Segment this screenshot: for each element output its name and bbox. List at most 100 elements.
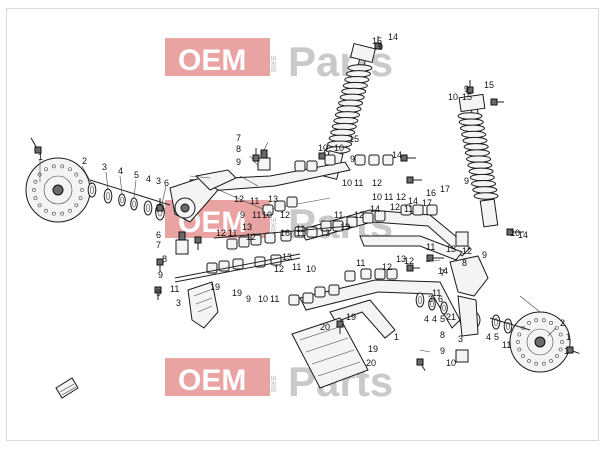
- leader-line: [425, 259, 441, 263]
- disc-hole: [517, 347, 522, 352]
- disc-hole: [541, 361, 546, 366]
- callout-number: 7: [156, 240, 161, 250]
- pivot-bushing: [274, 200, 286, 212]
- watermark-bike-text: BIKE: [271, 55, 278, 72]
- callout-number: 13: [282, 252, 292, 262]
- callout-number: 12: [274, 264, 284, 274]
- callout-number: 2: [560, 318, 565, 328]
- callout-number: 11: [296, 228, 305, 238]
- pivot-bushing: [368, 154, 380, 166]
- callout-number: 13: [446, 244, 456, 254]
- diagram-frame: [6, 8, 599, 441]
- disc-hole: [534, 361, 539, 366]
- disc-hole: [51, 164, 56, 169]
- callout-number: 13: [396, 254, 406, 264]
- callout-number: 11: [250, 196, 259, 206]
- disc-hole: [527, 321, 531, 325]
- callout-number: 11: [292, 262, 301, 272]
- callout-number: 4: [432, 314, 437, 324]
- bolt-head: [318, 152, 326, 160]
- callout-number: 9: [378, 42, 383, 52]
- callout-number: 12: [280, 210, 290, 220]
- callout-number: 7: [236, 133, 241, 143]
- callout-number: 16: [426, 188, 436, 198]
- callout-number: 4: [118, 166, 123, 176]
- callout-number: 10: [306, 264, 316, 274]
- pivot-bushing: [294, 160, 306, 172]
- callout-number: 8: [162, 254, 167, 264]
- callout-number: 12: [234, 194, 244, 204]
- ball-joint-left: [175, 231, 189, 255]
- callout-number: 14: [438, 266, 448, 276]
- callout-number: 12: [382, 262, 392, 272]
- pivot-bushing: [302, 292, 314, 304]
- disc-hole: [51, 211, 56, 216]
- bearing-bore: [120, 196, 124, 204]
- disc-hole: [68, 208, 72, 213]
- bolt-head: [490, 98, 498, 106]
- callout-number: 5: [134, 170, 139, 180]
- pivot-bushing: [226, 238, 238, 250]
- callout-number: 6: [164, 178, 169, 188]
- ball-joint-upper: [257, 149, 271, 171]
- bearing-bore: [493, 318, 499, 326]
- callout-number: 11: [502, 340, 511, 350]
- disc-hole: [554, 354, 559, 359]
- disc-hole: [80, 188, 84, 192]
- leader-line: [119, 175, 123, 195]
- pivot-bushing: [382, 154, 394, 166]
- pivot-bushing: [360, 268, 372, 280]
- callout-number: 12: [396, 192, 406, 202]
- callout-number: 17: [440, 184, 450, 194]
- disc-hole: [516, 340, 520, 344]
- callout-number: 3: [428, 294, 433, 304]
- pivot-bushing: [332, 220, 344, 232]
- bolt-head: [400, 154, 408, 162]
- right-steering-knuckle: [449, 255, 489, 337]
- callout-number: 15: [372, 36, 382, 46]
- callout-number: 11: [170, 284, 179, 294]
- bolt-head: [566, 346, 574, 354]
- callout-number: 13: [242, 222, 252, 232]
- bolt-head: [406, 176, 414, 184]
- disc-hole: [68, 167, 72, 172]
- callout-number: 9: [246, 294, 251, 304]
- callout-number: 5: [494, 332, 499, 342]
- disc-hole: [78, 179, 83, 184]
- bolt-head: [416, 358, 424, 366]
- right-hub-bearings: [415, 292, 513, 334]
- callout-number: 1: [394, 332, 399, 342]
- callout-number: 15: [462, 92, 472, 102]
- watermark-oem-text: OEM: [178, 44, 246, 77]
- lower-skid-plate: [291, 317, 369, 389]
- callout-number: 15: [484, 80, 494, 90]
- spring-coil: [473, 192, 499, 200]
- callout-number: 19: [210, 282, 220, 292]
- callout-number: 11: [228, 228, 237, 238]
- pivot-bushing: [374, 268, 386, 280]
- leader-line: [161, 185, 167, 205]
- bearing-bore: [145, 204, 151, 212]
- callout-number: 12: [246, 232, 256, 242]
- bearing-bore: [132, 200, 136, 208]
- leader-line: [81, 165, 93, 185]
- bearing-bore: [442, 304, 446, 312]
- left-hub-bearings: [87, 182, 165, 221]
- pivot-bushing: [400, 204, 412, 216]
- pivot-bushing: [314, 286, 326, 298]
- bearing-ring: [440, 301, 448, 315]
- leader-line: [249, 155, 259, 167]
- disc-hole: [554, 325, 559, 330]
- bolt-head: [156, 204, 164, 212]
- pivot-bushing: [426, 204, 438, 216]
- pivot-bushing: [328, 284, 340, 296]
- disc-hole: [521, 354, 526, 359]
- callout-number: 9: [240, 210, 245, 220]
- callout-number: 21: [446, 312, 456, 322]
- bolt-head: [34, 146, 42, 154]
- pivot-bushing: [386, 268, 398, 280]
- disc-hole: [74, 172, 79, 177]
- leader-line: [419, 349, 431, 353]
- callout-number: 13: [340, 222, 350, 232]
- callout-number: 16: [280, 228, 290, 238]
